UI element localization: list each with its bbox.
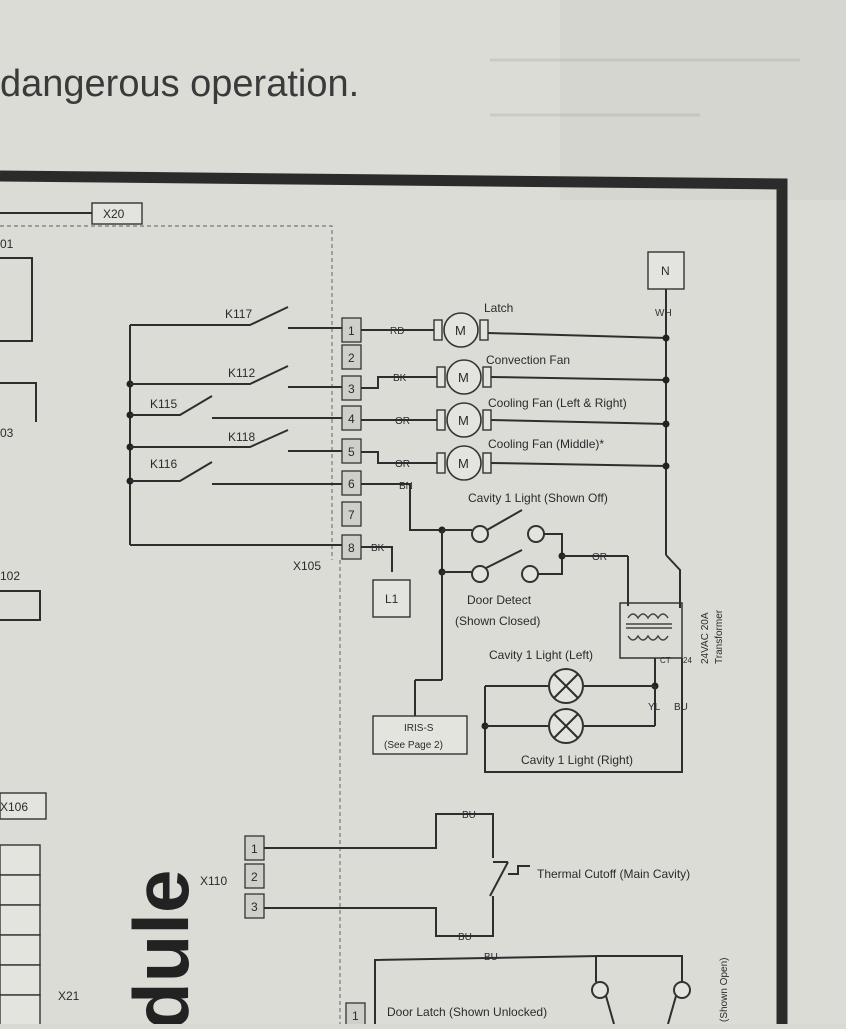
x21-label: X21	[58, 989, 80, 1003]
x110-label: X110	[200, 874, 227, 888]
x105-pin-2: 2	[348, 351, 355, 365]
x110-pin-3: 3	[251, 900, 258, 914]
relay-k112-label: K112	[228, 366, 255, 380]
neutral-junctions	[662, 334, 670, 470]
motor-latch: M	[433, 312, 489, 348]
x105-pin-6: 6	[348, 477, 355, 491]
motor-cooling-lr-m: M	[458, 413, 469, 428]
door-detect-label: Door Detect	[467, 593, 532, 607]
neutral-label: N	[661, 264, 670, 278]
relay-k118-label: K118	[228, 430, 255, 444]
door-detect-state: (Shown Closed)	[455, 614, 540, 628]
wire-wh-label: WH	[655, 308, 672, 319]
x106-box	[0, 792, 47, 820]
wire-rd-label: RD	[390, 326, 404, 337]
motor-cooling-fan-mid: M	[436, 445, 492, 481]
wire-or-label-motor2: OR	[395, 459, 410, 470]
motor-convection-m: M	[458, 370, 469, 385]
x20-box	[91, 202, 143, 225]
cavity-light-left-label: Cavity 1 Light (Left)	[489, 648, 593, 662]
thermal-cutoff-label: Thermal Cutoff (Main Cavity)	[537, 867, 690, 881]
cavity-light-right-label: Cavity 1 Light (Right)	[521, 753, 633, 767]
neutral-box	[647, 251, 685, 290]
cavity-light-switch	[442, 509, 563, 556]
thermal-cutoff-switch	[489, 861, 530, 897]
door-latch-pin-label: 1	[352, 1009, 359, 1023]
transformer: CT 24	[619, 602, 692, 665]
wire-bn-label: BN	[399, 481, 413, 492]
iris-see-page: (See Page 2)	[384, 740, 443, 751]
x106-label: X106	[0, 800, 28, 814]
wire-bu-label-tc1: BU	[462, 810, 476, 821]
motor-cooling-fan-lr: M	[436, 402, 492, 438]
x105-connector: 1 2 3 4 5 6 7 8	[341, 317, 362, 560]
shown-open-label: (Shown Open)	[719, 958, 730, 1022]
x105-pin-1: 1	[348, 324, 355, 338]
x110-connector: 1 2 3	[244, 835, 265, 919]
wire-bk-label-l1: BK	[371, 543, 385, 554]
motor-latch-m: M	[455, 323, 466, 338]
wire-bu-label-tc2: BU	[458, 932, 472, 943]
x110-pin-1: 1	[251, 842, 258, 856]
x101-label: 01	[0, 237, 14, 251]
x21-pin-stack	[0, 844, 41, 1026]
relay-k116-label: K116	[150, 457, 177, 471]
iris-box	[372, 715, 468, 755]
cooling-fan-mid-label: Cooling Fan (Middle)*	[488, 437, 604, 451]
wire-bk-label-motor: BK	[393, 373, 407, 384]
x20-label: X20	[103, 207, 125, 221]
door-latch-switch	[591, 955, 691, 1025]
transformer-ct: CT	[660, 656, 671, 665]
convection-fan-label: Convection Fan	[486, 353, 570, 367]
wire-or-label-switch: OR	[592, 552, 607, 563]
x105-label: X105	[293, 559, 321, 573]
x105-pin-5: 5	[348, 445, 355, 459]
relay-k115-label: K115	[150, 397, 177, 411]
cooling-fan-lr-label: Cooling Fan (Left & Right)	[488, 396, 627, 410]
header-text: dangerous operation.	[0, 63, 359, 105]
x103-label: 03	[0, 426, 14, 440]
l1-box	[372, 579, 411, 618]
door-detect-switch	[442, 549, 563, 583]
latch-label: Latch	[484, 301, 513, 315]
motor-convection-fan: M	[436, 359, 492, 395]
wire-bu-label-tx: BU	[674, 702, 688, 713]
relay-k117-label: K117	[225, 307, 252, 321]
module-boundary-dashed	[0, 225, 341, 1024]
x105-pin-4: 4	[348, 412, 355, 426]
l1-label: L1	[385, 592, 399, 606]
door-latch-label: Door Latch (Shown Unlocked)	[387, 1005, 547, 1019]
cavity-light-switch-label: Cavity 1 Light (Shown Off)	[468, 491, 608, 505]
transformer-24: 24	[683, 656, 692, 665]
cavity-light-right-lamp	[548, 708, 584, 744]
x105-pin-8: 8	[348, 541, 355, 555]
transformer-label: Transformer	[714, 609, 725, 664]
cavity-light-left-lamp	[548, 668, 584, 704]
wire-bu-label-latch: BU	[484, 952, 498, 963]
module-title: dule	[117, 870, 205, 1024]
wire-or-label-motor1: OR	[395, 416, 410, 427]
x105-pin-3: 3	[348, 382, 355, 396]
motor-cooling-mid-m: M	[458, 456, 469, 471]
transformer-rating: 24VAC 20A	[700, 612, 711, 664]
iris-label: IRIS-S	[404, 723, 434, 734]
x102-label: 102	[0, 569, 20, 583]
x110-pin-2: 2	[251, 870, 258, 884]
wire-yl-label: YL	[648, 702, 661, 713]
x105-pin-7: 7	[348, 508, 355, 522]
module-frame	[0, 170, 788, 1024]
